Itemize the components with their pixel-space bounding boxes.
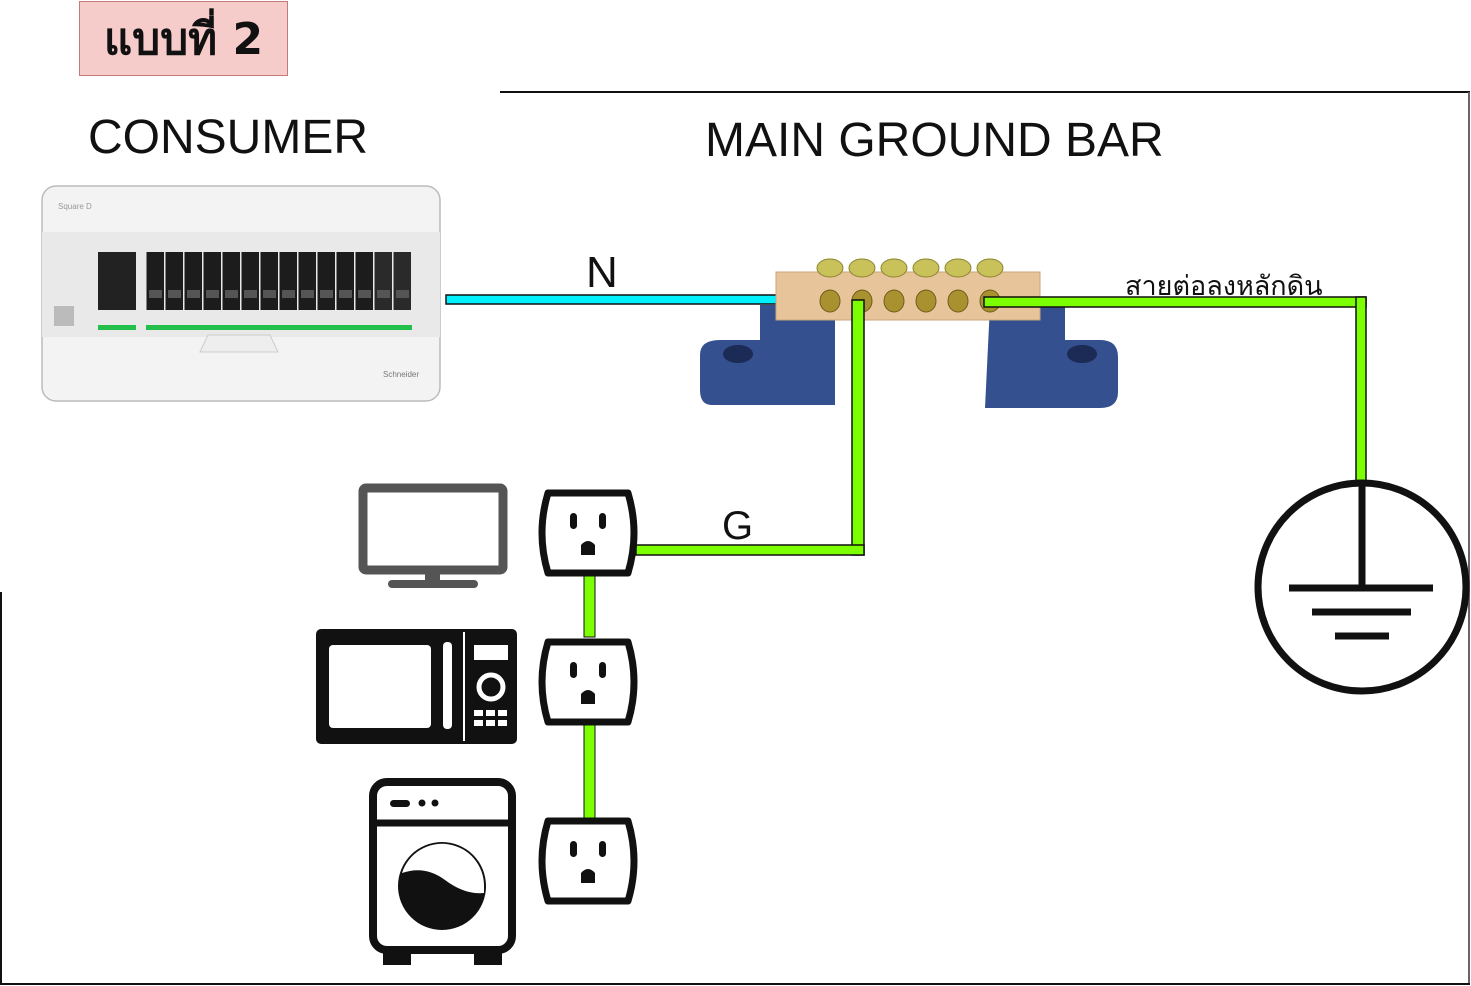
breaker [279, 252, 297, 310]
breaker [336, 252, 354, 310]
ground-wire-outlet-2-3 [583, 721, 596, 821]
consumer-label: CONSUMER [88, 111, 369, 164]
main-ground-bar-label: MAIN GROUND BAR [705, 114, 1164, 167]
breaker [184, 252, 202, 310]
breaker-row [146, 252, 411, 310]
breaker [222, 252, 240, 310]
copper-bar [775, 271, 1041, 321]
outlet-icon [538, 817, 638, 905]
terminal-hole [947, 289, 969, 313]
ground-rod-wire-label: สายต่อลงหลักดิน [1125, 271, 1323, 302]
neutral-wire [445, 294, 830, 305]
ground-rod-wire-vertical [1355, 296, 1367, 486]
right-insulator [985, 305, 1118, 408]
page-title: แบบที่ 2 [79, 1, 288, 76]
terminal-hole [915, 289, 937, 313]
outlet-icon [538, 638, 638, 726]
panel-brand-bottom: Schneider [383, 370, 419, 379]
washing-machine-icon [369, 778, 516, 965]
ground-wire-vertical [851, 299, 865, 556]
earth-ground-icon [1254, 479, 1470, 695]
terminal-screw [944, 258, 972, 278]
neutral-wire-label: N [586, 248, 618, 297]
breaker [146, 252, 164, 310]
terminal-screw [880, 258, 908, 278]
terminal-hole [883, 289, 905, 313]
breaker [393, 252, 411, 310]
breaker [241, 252, 259, 310]
terminal-screw [816, 258, 844, 278]
main-breaker [98, 252, 136, 310]
terminal-screw [848, 258, 876, 278]
breaker [203, 252, 221, 310]
terminal-hole [819, 289, 841, 313]
ground-wire-label: G [722, 504, 754, 548]
consumer-unit: Square D Schneider [41, 185, 441, 402]
breaker [165, 252, 183, 310]
microwave-icon [316, 629, 517, 744]
terminal-screw [912, 258, 940, 278]
breaker [260, 252, 278, 310]
label-strip [146, 325, 412, 330]
breaker [317, 252, 335, 310]
breaker [355, 252, 373, 310]
outlet-icon [538, 489, 638, 577]
panel-brand-top: Square D [58, 202, 92, 211]
tv-icon [358, 483, 508, 588]
main-ground-bar [700, 258, 1118, 408]
breaker [374, 252, 392, 310]
left-insulator [700, 305, 835, 405]
ground-wire-outlet-1-2 [583, 574, 596, 638]
terminal-screw [976, 258, 1004, 278]
qr-code [54, 306, 74, 326]
breaker [298, 252, 316, 310]
